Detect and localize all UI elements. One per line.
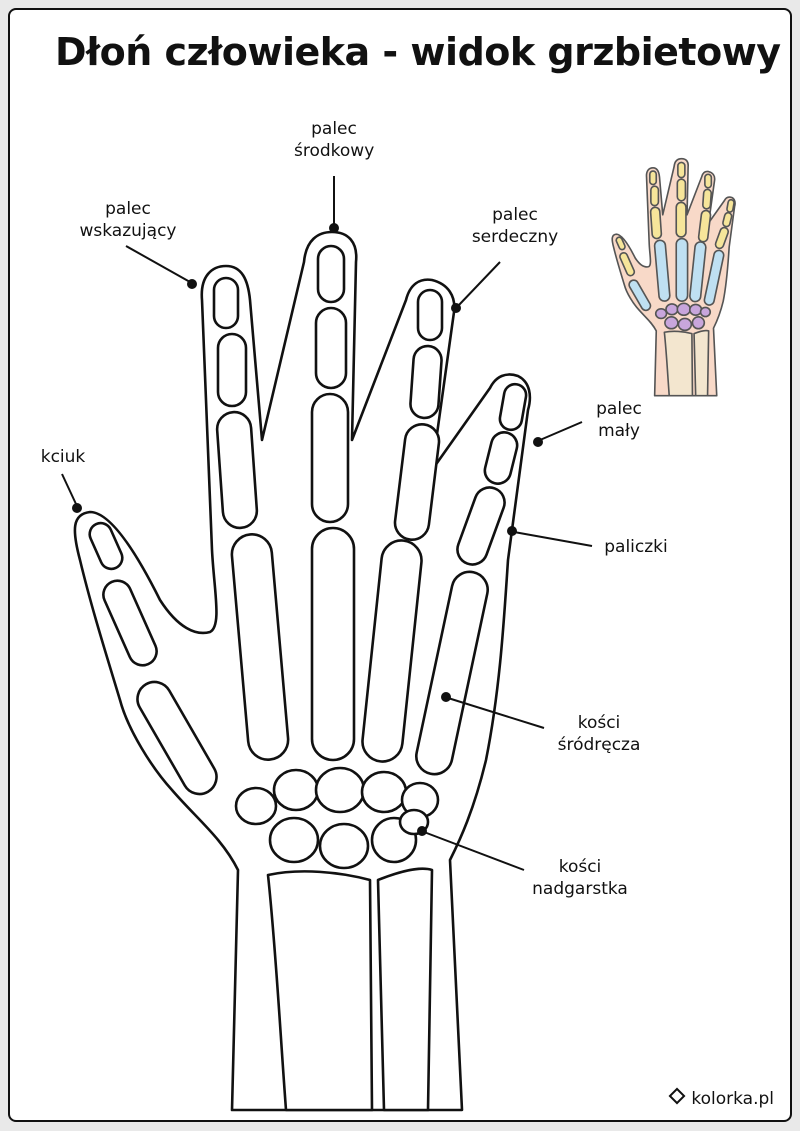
index-proximal-phalanx — [215, 410, 259, 530]
label-index-finger-line2: wskazujący — [79, 221, 177, 241]
reference-carpal — [676, 302, 692, 317]
label-little-finger-line1: palec — [596, 399, 642, 419]
reference-phalanx — [726, 198, 735, 213]
reference-phalanx — [704, 173, 713, 189]
reference-phalanx — [650, 185, 660, 207]
reference-carpal — [664, 316, 679, 330]
label-ring-finger-line2: serdeczny — [471, 227, 559, 247]
reference-phalanx — [697, 209, 712, 243]
diamond-icon — [668, 1087, 686, 1105]
reference-ulna — [693, 329, 710, 397]
carpal-bone — [234, 786, 278, 826]
label-middle-finger: palec środkowy — [294, 118, 374, 162]
leader-line-carpals — [423, 831, 525, 871]
little-distal-phalanx — [498, 382, 528, 432]
reference-carpal — [691, 316, 706, 330]
reference-phalanx — [649, 206, 663, 240]
leader-dot-middle — [329, 223, 339, 233]
label-metacarpals-line1: kości — [577, 713, 621, 733]
little-metacarpal — [415, 570, 489, 776]
label-metacarpals-line2: śródręcza — [557, 735, 641, 755]
label-carpals-line2: nadgarstka — [532, 879, 628, 899]
page-title: Dłoń człowieka - widok grzbietowy — [55, 30, 781, 74]
reference-carpal — [654, 307, 668, 320]
carpal-bone — [318, 822, 370, 870]
ulna-bone — [376, 867, 434, 1112]
brand-name: kolorka.pl — [691, 1089, 774, 1109]
leader-dot-metacarpals — [441, 692, 451, 702]
reference-phalanx — [677, 161, 686, 179]
thumb-metacarpal — [136, 680, 218, 796]
brand-footer: kolorka.pl — [668, 1087, 774, 1109]
reference-metacarpal — [653, 239, 671, 302]
ring-middle-phalanx — [409, 344, 443, 420]
ring-proximal-phalanx — [393, 423, 441, 541]
carpal-bone — [272, 768, 320, 812]
reference-phalanx — [722, 211, 733, 228]
index-middle-phalanx — [216, 332, 248, 408]
label-index-finger: palec wskazujący — [78, 198, 178, 242]
leader-dot-ring — [451, 303, 461, 313]
leader-dot-phalanges — [507, 526, 517, 536]
little-proximal-phalanx — [456, 486, 506, 566]
reference-phalanx — [675, 201, 687, 238]
ring-metacarpal — [361, 539, 423, 763]
middle-distal-phalanx — [316, 244, 346, 304]
thumb-distal-phalanx — [88, 521, 124, 571]
label-little-finger: palec mały — [584, 398, 654, 442]
reference-metacarpal — [628, 279, 652, 312]
reference-carpal — [677, 317, 693, 332]
label-middle-finger-line1: palec — [311, 119, 357, 139]
reference-phalanx — [619, 251, 636, 277]
label-phalanges: paliczki — [596, 536, 676, 558]
label-thumb: kciuk — [28, 446, 98, 468]
leader-line-thumb — [61, 473, 77, 505]
reference-phalanx — [676, 178, 687, 202]
label-index-finger-line1: palec — [105, 199, 151, 219]
reference-phalanx — [702, 188, 713, 210]
label-carpals-line1: kości — [558, 857, 602, 877]
label-thumb-line1: kciuk — [40, 447, 86, 467]
reference-metacarpal — [703, 249, 725, 306]
colored-reference-hand — [611, 157, 736, 397]
leader-dot-carpals — [417, 826, 427, 836]
carpal-bone — [360, 770, 408, 814]
middle-middle-phalanx — [314, 306, 348, 390]
carpal-bone — [314, 766, 366, 814]
reference-carpal — [665, 303, 679, 316]
label-ring-finger-line1: palec — [492, 205, 538, 225]
leader-dot-thumb — [72, 503, 82, 513]
ring-distal-phalanx — [416, 288, 444, 342]
label-ring-finger: palec serdeczny — [470, 204, 560, 248]
carpal-bone — [268, 816, 320, 864]
reference-metacarpal — [675, 237, 689, 303]
label-carpals: kości nadgarstka — [520, 856, 640, 900]
leader-line-metacarpals — [447, 697, 545, 729]
label-middle-finger-line2: środkowy — [294, 141, 375, 161]
label-little-finger-line2: mały — [598, 421, 640, 441]
reference-carpal — [688, 303, 703, 317]
thumb-proximal-phalanx — [102, 579, 158, 667]
middle-proximal-phalanx — [310, 392, 350, 524]
index-distal-phalanx — [212, 276, 240, 330]
reference-carpal — [699, 306, 712, 318]
leader-line-little — [539, 421, 583, 441]
radius-bone — [266, 870, 374, 1112]
leader-dot-index — [187, 279, 197, 289]
little-middle-phalanx — [483, 431, 519, 485]
leader-dot-little — [533, 437, 543, 447]
reference-phalanx — [648, 170, 658, 186]
reference-radius — [663, 330, 694, 397]
reference-phalanx — [714, 226, 730, 250]
leader-line-ring — [457, 261, 501, 307]
reference-phalanx — [615, 236, 626, 251]
middle-metacarpal — [310, 526, 356, 762]
label-metacarpals: kości śródręcza — [544, 712, 654, 756]
leader-line-phalanges — [513, 531, 593, 547]
leader-line-index — [125, 245, 191, 283]
index-metacarpal — [230, 533, 290, 761]
label-phalanges-line1: paliczki — [604, 537, 668, 557]
